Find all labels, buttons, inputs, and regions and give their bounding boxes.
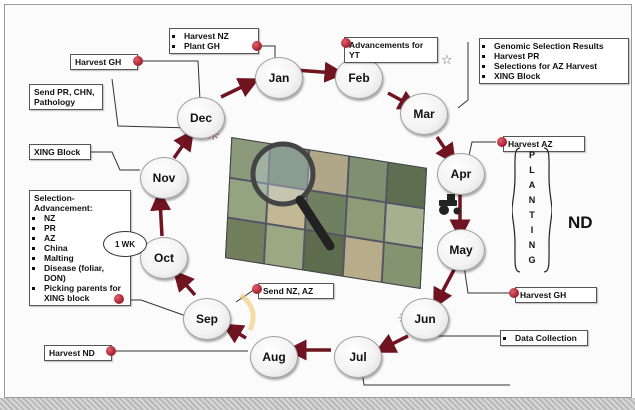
box-may: Harvest GH: [515, 287, 597, 303]
dot-may: [509, 288, 519, 298]
dot-apr: [497, 137, 507, 147]
dot-sep: [252, 284, 262, 294]
box-dec: Send PR, CHN, Pathology: [29, 84, 103, 110]
box-nov: XING Block: [29, 144, 91, 160]
month-mar: Mar: [400, 93, 448, 135]
month-jul: Jul: [334, 336, 382, 378]
month-dec: Dec: [177, 97, 225, 139]
month-aug: Aug: [250, 336, 298, 378]
planting-location: ND: [568, 213, 593, 233]
dot-oct: [114, 294, 124, 304]
box-jan: Harvest NZPlant GH: [169, 28, 259, 54]
month-oct: Oct: [140, 237, 188, 279]
dot-feb: [341, 38, 351, 48]
month-apr: Apr: [437, 153, 485, 195]
month-sep: Sep: [183, 298, 231, 340]
one-week-label: 1 WK: [103, 231, 147, 257]
planting-label: P L A N T I N G: [512, 146, 552, 274]
month-nov: Nov: [140, 157, 188, 199]
month-feb: Feb: [335, 57, 383, 99]
box-feb: Advancements for YT: [344, 37, 438, 63]
dot-jan: [252, 41, 262, 51]
box-jul: Data Collection: [500, 330, 588, 346]
month-jun: Jun: [401, 298, 449, 340]
box-mar: Genomic Selection ResultsHarvest PRSelec…: [479, 38, 629, 84]
month-may: May: [437, 229, 485, 271]
box-harvest-gh: Harvest GH: [70, 54, 138, 70]
dot-aug: [106, 346, 116, 356]
dot-harvest-gh: [133, 56, 143, 66]
month-jan: Jan: [255, 57, 303, 99]
box-aug: Harvest ND: [44, 345, 112, 361]
box-sep: Send NZ, AZ: [258, 283, 334, 299]
